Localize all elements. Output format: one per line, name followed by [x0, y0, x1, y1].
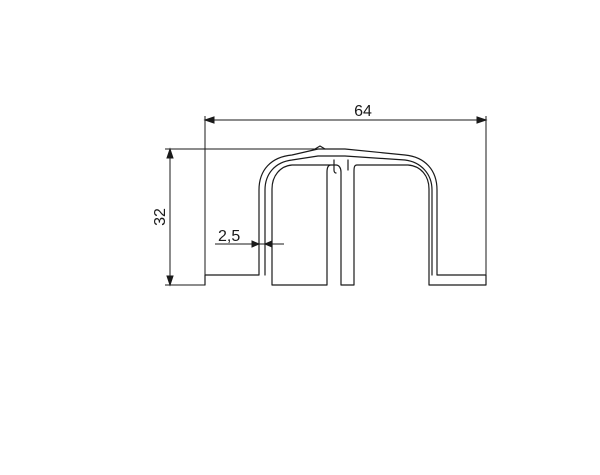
height-arrow-bottom — [166, 275, 174, 287]
center-web-lines — [333, 159, 349, 174]
height-arrow-top — [166, 147, 174, 159]
thickness-arrow-right — [263, 240, 273, 248]
profile-outer-contour — [204, 148, 487, 286]
profile-outline — [204, 145, 487, 286]
width-arrow-left — [203, 116, 215, 124]
height-dimension-label: 32 — [152, 208, 169, 226]
profile-inner-contour — [264, 155, 433, 276]
width-arrow-right — [476, 116, 488, 124]
thickness-dimension-label: 2,5 — [218, 228, 240, 245]
dimension-lines — [165, 116, 488, 287]
thickness-arrow-left — [251, 240, 261, 248]
top-notch — [314, 145, 326, 150]
width-dimension-label: 64 — [354, 103, 372, 120]
